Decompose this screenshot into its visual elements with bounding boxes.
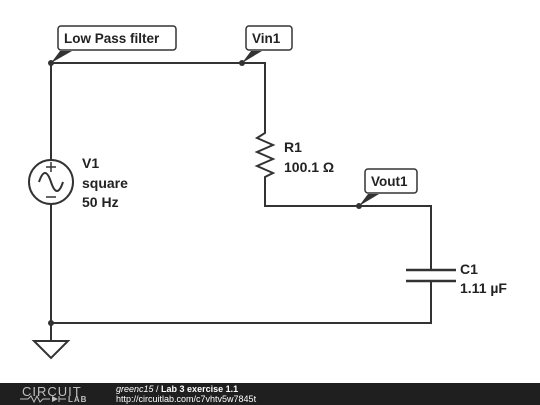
source-circle [28, 159, 74, 205]
tag-box [57, 25, 177, 51]
tag-pointer [51, 51, 72, 63]
footer-bar: CIRCUIT LAB greenc15 / Lab 3 exercise 1.… [0, 383, 540, 405]
circuitlab-logo-wave-icon [20, 395, 66, 403]
tag-vin-label: Vin1 [252, 31, 281, 46]
tag-pointer [242, 51, 262, 63]
tag-lowpass-label: Low Pass filter [64, 31, 160, 46]
v1-type: square [82, 175, 128, 191]
v1-frequency: 50 Hz [82, 194, 119, 210]
c1-value: 1.11 µF [460, 280, 507, 296]
footer-credit: greenc15 / Lab 3 exercise 1.1 [116, 384, 238, 394]
footer-user-link[interactable]: greenc15 [116, 384, 154, 394]
net-tag-vin1[interactable]: Vin1 [242, 25, 293, 63]
tag-box [364, 168, 418, 194]
footer-separator: / [153, 384, 162, 394]
footer-url[interactable]: http://circuitlab.com/c7vhtv5w7845t [116, 394, 257, 404]
circuitlab-logo-top: CIRCUIT [22, 384, 82, 399]
ground-icon [31, 340, 71, 360]
sine-wave-icon [38, 172, 64, 192]
tag-vout-label: Vout1 [371, 174, 408, 189]
wires [50, 62, 432, 341]
c1-name: C1 [460, 261, 478, 277]
tag-box [245, 25, 293, 51]
node-ground [48, 320, 54, 326]
voltage-source-v1[interactable] [28, 159, 74, 205]
circuitlab-logo-bottom: LAB [68, 395, 88, 404]
v1-name: V1 [82, 155, 99, 171]
r1-value: 100.1 Ω [284, 159, 334, 175]
r1-name: R1 [284, 139, 302, 155]
footer-project-title[interactable]: Lab 3 exercise 1.1 [161, 384, 239, 394]
circuit-schematic: V1 square 50 Hz R1 100.1 Ω C1 1.11 µF Lo… [28, 25, 507, 360]
net-tag-vout1[interactable]: Vout1 [359, 168, 418, 206]
capacitor-c1[interactable] [406, 268, 456, 283]
net-tag-lowpass[interactable]: Low Pass filter [51, 25, 177, 63]
tag-pointer [359, 194, 379, 206]
resistor-r1[interactable] [254, 127, 276, 183]
